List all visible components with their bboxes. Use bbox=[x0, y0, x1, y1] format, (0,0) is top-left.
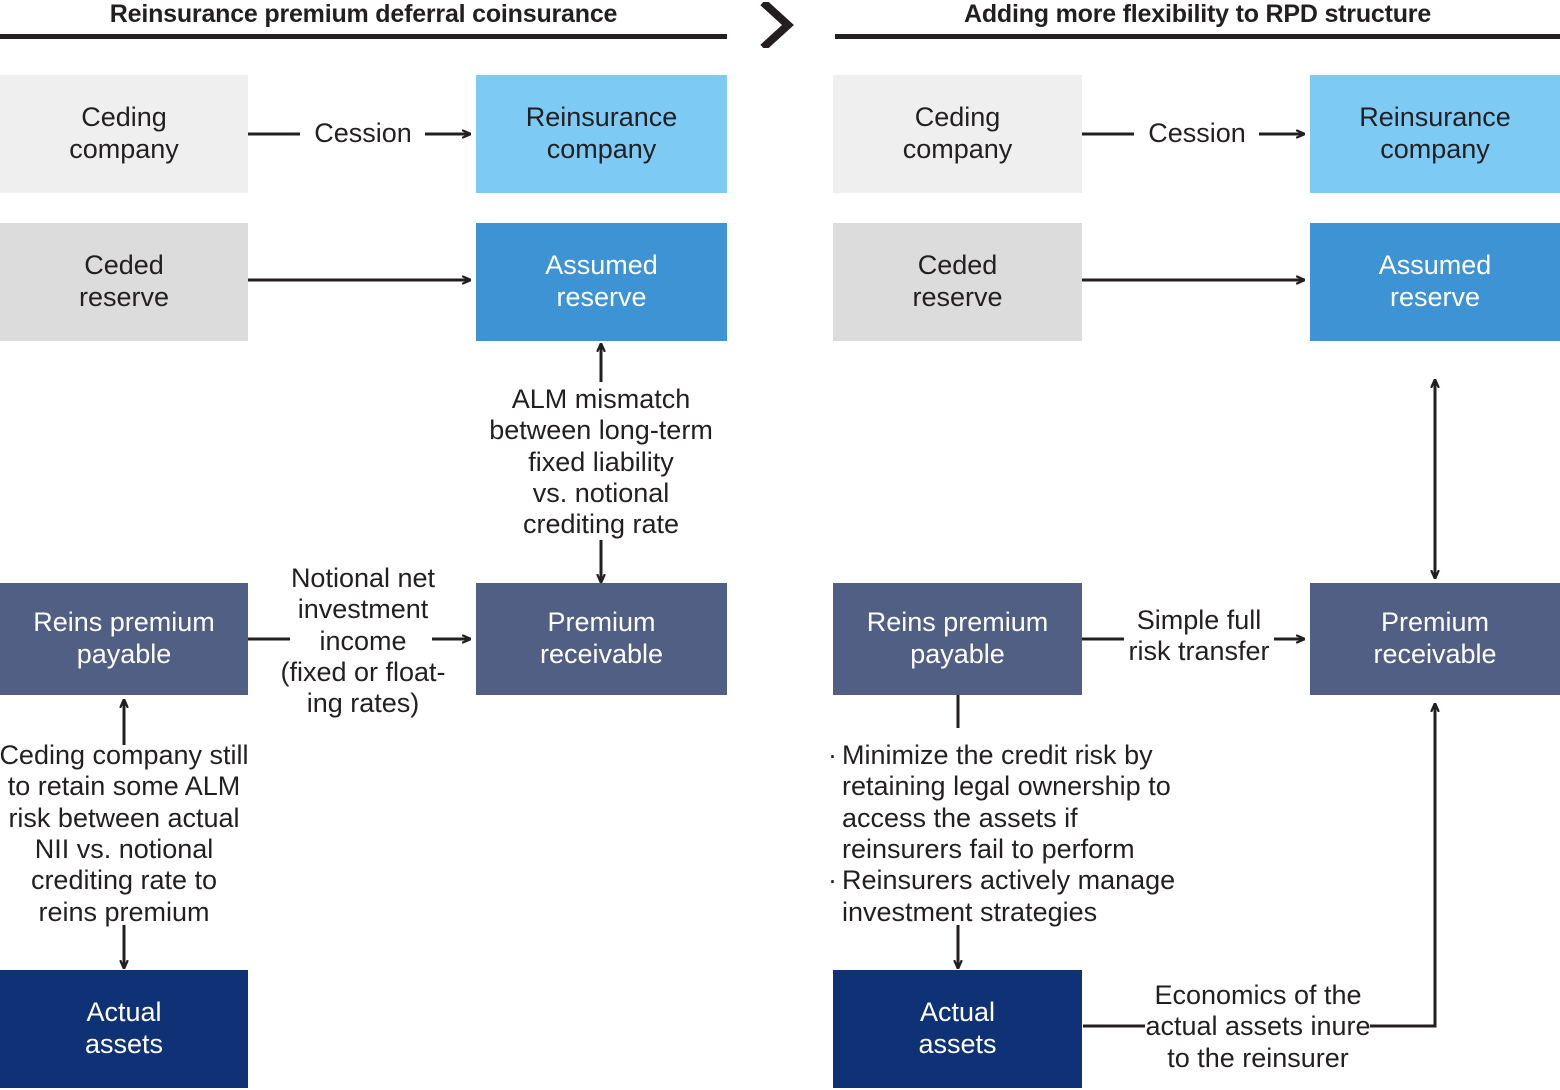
title-rule-right bbox=[835, 34, 1560, 39]
label-cession-left: Cession bbox=[314, 118, 412, 148]
chevron-right-icon bbox=[760, 0, 800, 53]
bullet-text: Minimize the credit risk by retaining le… bbox=[842, 740, 1171, 864]
bullet-marker: · bbox=[828, 865, 837, 896]
bullet-marker: · bbox=[828, 740, 837, 770]
list-item: · Minimize the credit risk by retaining … bbox=[828, 740, 1178, 865]
bullet-text: Reinsurers actively manage investment st… bbox=[842, 865, 1176, 927]
bullet-list-flexibility: · Minimize the credit risk by retaining … bbox=[828, 740, 1178, 928]
label-cession-right: Cession bbox=[1148, 118, 1246, 148]
title-rule-left bbox=[0, 34, 727, 39]
list-item: · Reinsurers actively manage investment … bbox=[828, 865, 1178, 928]
panel-title-left: Reinsurance premium deferral coinsurance bbox=[109, 0, 618, 28]
panel-title-right: Adding more flexibility to RPD structure bbox=[963, 0, 1432, 28]
